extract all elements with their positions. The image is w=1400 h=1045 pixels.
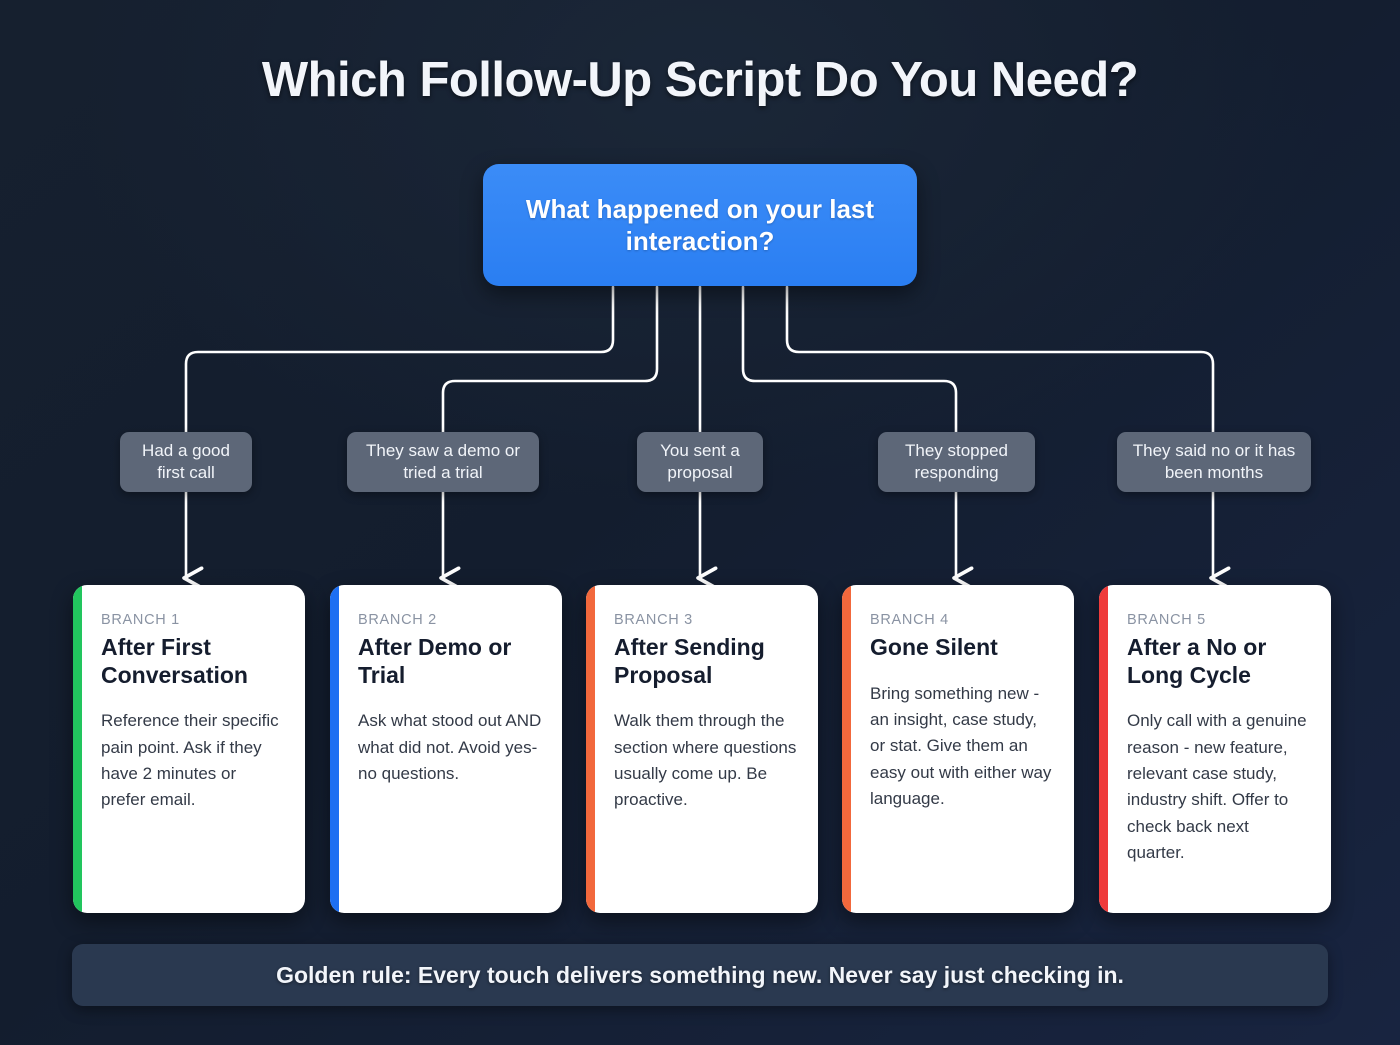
branch-kicker: BRANCH 4 [870, 612, 949, 628]
branch-card-body: BRANCH 5 After a No or Long Cycle Only c… [1108, 585, 1331, 913]
decision-node[interactable]: What happened on your last interaction? [483, 164, 917, 286]
branch-title: After Sending Proposal [614, 634, 765, 688]
branch-description: Ask what stood out AND what did not. Avo… [358, 711, 542, 783]
branch-title: Gone Silent [870, 634, 998, 660]
branch-accent-bar [1099, 585, 1108, 913]
decision-node-label: What happened on your last interaction? [525, 193, 875, 257]
condition-pill-label: They stopped responding [904, 440, 1008, 482]
condition-pill-4[interactable]: They stopped responding [878, 432, 1035, 492]
branch-card-1[interactable]: BRANCH 1 After First Conversation Refere… [73, 585, 305, 913]
branch-title: After Demo or Trial [358, 634, 512, 688]
branch-kicker: BRANCH 2 [358, 612, 437, 628]
branch-kicker: BRANCH 1 [101, 612, 180, 628]
condition-pill-2[interactable]: They saw a demo or tried a trial [347, 432, 539, 492]
branch-card-body: BRANCH 2 After Demo or Trial Ask what st… [339, 585, 562, 913]
branch-title: After First Conversation [101, 634, 248, 688]
branch-title: After a No or Long Cycle [1127, 634, 1267, 688]
branch-accent-bar [586, 585, 595, 913]
condition-pill-5[interactable]: They said no or it has been months [1117, 432, 1311, 492]
golden-rule-banner: Golden rule: Every touch delivers someth… [72, 944, 1328, 1006]
branch-description: Bring something new - an insight, case s… [870, 683, 1052, 808]
condition-pill-1[interactable]: Had a good first call [120, 432, 252, 492]
condition-pill-label: They said no or it has been months [1132, 440, 1296, 482]
branch-card-5[interactable]: BRANCH 5 After a No or Long Cycle Only c… [1099, 585, 1331, 913]
branch-card-body: BRANCH 4 Gone Silent Bring something new… [851, 585, 1074, 913]
condition-pill-3[interactable]: You sent a proposal [637, 432, 763, 492]
branch-description: Reference their specific pain point. Ask… [101, 711, 279, 810]
branch-card-body: BRANCH 3 After Sending Proposal Walk the… [595, 585, 818, 913]
branch-accent-bar [73, 585, 82, 913]
condition-pill-label: Had a good first call [142, 440, 230, 482]
branch-description: Only call with a genuine reason - new fe… [1127, 711, 1307, 862]
branch-kicker: BRANCH 3 [614, 612, 693, 628]
branch-accent-bar [842, 585, 851, 913]
page-title: Which Follow-Up Script Do You Need? [261, 53, 1139, 107]
branch-card-4[interactable]: BRANCH 4 Gone Silent Bring something new… [842, 585, 1074, 913]
condition-pill-label: They saw a demo or tried a trial [365, 440, 520, 482]
branch-card-3[interactable]: BRANCH 3 After Sending Proposal Walk the… [586, 585, 818, 913]
branch-card-2[interactable]: BRANCH 2 After Demo or Trial Ask what st… [330, 585, 562, 913]
branch-card-body: BRANCH 1 After First Conversation Refere… [82, 585, 305, 913]
branch-kicker: BRANCH 5 [1127, 612, 1206, 628]
branch-description: Walk them through the section where ques… [614, 711, 797, 810]
condition-pill-label: You sent a proposal [660, 440, 740, 482]
golden-rule-text: Golden rule: Every touch delivers someth… [276, 961, 1124, 988]
branch-accent-bar [330, 585, 339, 913]
